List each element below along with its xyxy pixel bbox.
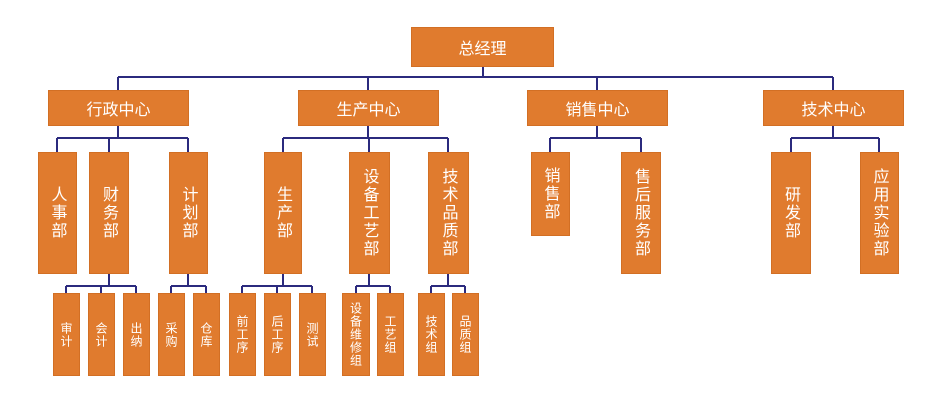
subgroup-node: 测试 [299, 293, 326, 376]
subgroup-node: 审计 [53, 293, 80, 376]
dept-node: 技术品质部 [428, 152, 469, 274]
center-node-tech: 技术中心 [763, 90, 904, 126]
subgroup-node: 前工序 [229, 293, 256, 376]
center-node-production: 生产中心 [298, 90, 439, 126]
center-node-sales: 销售中心 [527, 90, 668, 126]
subgroup-node: 后工序 [264, 293, 291, 376]
dept-node: 财务部 [89, 152, 129, 274]
subgroup-node: 出纳 [123, 293, 150, 376]
dept-node: 应用实验部 [860, 152, 899, 274]
subgroup-node: 会计 [88, 293, 115, 376]
dept-node: 设备工艺部 [349, 152, 390, 274]
subgroup-node: 采购 [158, 293, 185, 376]
subgroup-node: 设备维修组 [342, 293, 370, 376]
dept-node: 人事部 [38, 152, 77, 274]
center-node-admin: 行政中心 [48, 90, 189, 126]
dept-node: 研发部 [771, 152, 811, 274]
subgroup-node: 品质组 [452, 293, 479, 376]
root-node: 总经理 [411, 27, 554, 67]
dept-node: 计划部 [169, 152, 208, 274]
dept-node: 销售部 [531, 152, 570, 236]
subgroup-node: 技术组 [418, 293, 445, 376]
subgroup-node: 仓库 [193, 293, 220, 376]
subgroup-node: 工艺组 [377, 293, 404, 376]
dept-node: 售后服务部 [621, 152, 661, 274]
dept-node: 生产部 [264, 152, 302, 274]
